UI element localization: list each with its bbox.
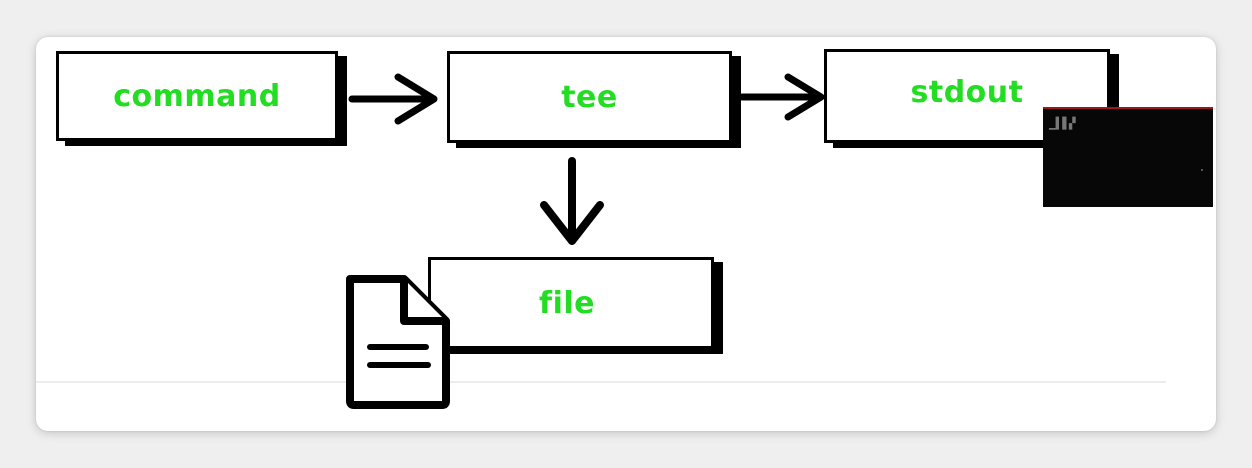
arrow-right-icon (738, 73, 825, 121)
node-command-label: command (113, 78, 281, 114)
divider-line (36, 381, 1166, 383)
node-command: command (56, 51, 338, 141)
video-overlay-panel: ▁▌▋▞ (1043, 107, 1213, 207)
node-stdout-label: stdout (910, 74, 1024, 110)
node-tee-label: tee (561, 79, 618, 115)
overlay-glyph: ▁▌▋▞ (1049, 117, 1076, 130)
document-icon (346, 275, 450, 409)
arrow-right-icon (348, 73, 438, 125)
node-file-label: file (539, 285, 595, 321)
node-file: file (428, 257, 714, 349)
node-tee: tee (447, 51, 732, 143)
arrow-down-icon (540, 157, 604, 245)
diagram-card: command tee stdout file ▁▌▋▞ (36, 37, 1216, 431)
connector-layer (348, 73, 825, 245)
overlay-dot (1201, 169, 1203, 171)
